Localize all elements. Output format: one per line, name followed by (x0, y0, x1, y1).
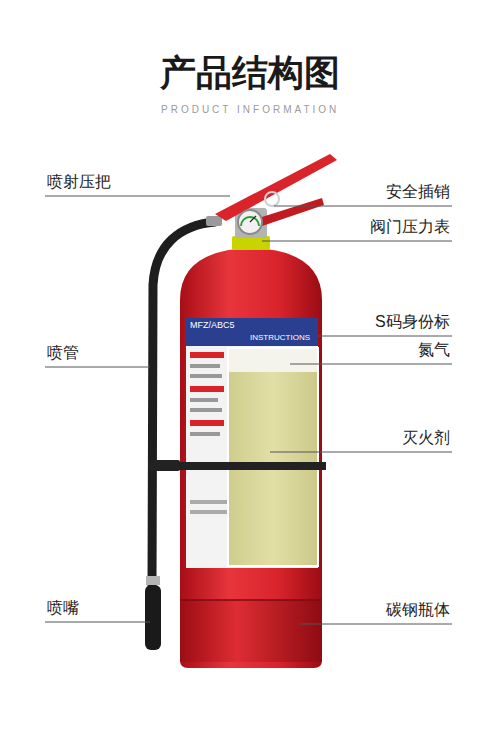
nozzle-ring (146, 576, 160, 585)
hose-clip (148, 460, 180, 471)
pressure-gauge (238, 210, 262, 234)
leader-line (270, 452, 452, 453)
cutaway-window (228, 348, 318, 566)
panel-mark (190, 420, 224, 426)
part-label: 阀门压力表 (370, 217, 450, 237)
cylinder-base (180, 600, 322, 662)
page-title: 产品结构图 (160, 50, 340, 95)
part-label: 喷管 (47, 343, 79, 363)
panel-mark (190, 432, 220, 436)
panel-mark (190, 364, 220, 368)
model-number: MFZ/ABC5 (190, 320, 235, 331)
part-label: 喷射压把 (47, 172, 111, 192)
panel-heading: INSTRUCTIONS (250, 333, 310, 343)
leader-line (45, 622, 150, 623)
gauge-needle (250, 216, 256, 222)
panel-mark (190, 352, 224, 358)
base-seam (180, 599, 322, 601)
part-label: 安全插销 (386, 182, 450, 202)
instruction-panel (186, 318, 318, 568)
panel-mark (190, 374, 222, 378)
part-label: S码身份标 (375, 312, 450, 332)
panel-mark (190, 408, 222, 412)
spray-lever (215, 154, 337, 221)
part-label: 喷嘴 (47, 598, 79, 618)
leader-line (45, 367, 150, 368)
part-label: 碳钢瓶体 (386, 600, 450, 620)
leader-line (262, 241, 452, 242)
nitrogen-space (228, 348, 318, 372)
leader-line (300, 624, 452, 625)
part-label: 灭火剂 (402, 428, 450, 448)
leader-line (318, 336, 452, 337)
panel-band (186, 318, 318, 346)
panel-mark (190, 398, 218, 402)
part-label: 氮气 (418, 340, 450, 360)
valve-collar (232, 236, 270, 250)
hose-strap (176, 462, 326, 470)
panel-mark (190, 386, 224, 392)
hose-connector (206, 216, 222, 226)
safety-pin (265, 192, 279, 206)
nozzle (145, 585, 161, 650)
subtitle: PRODUCT INFORMATION (161, 104, 339, 117)
cylinder-body (180, 248, 322, 668)
gauge-scale (241, 217, 259, 226)
leader-line (290, 364, 452, 365)
leader-line (274, 206, 452, 207)
leader-lines (45, 196, 452, 624)
leader-line (45, 196, 230, 197)
